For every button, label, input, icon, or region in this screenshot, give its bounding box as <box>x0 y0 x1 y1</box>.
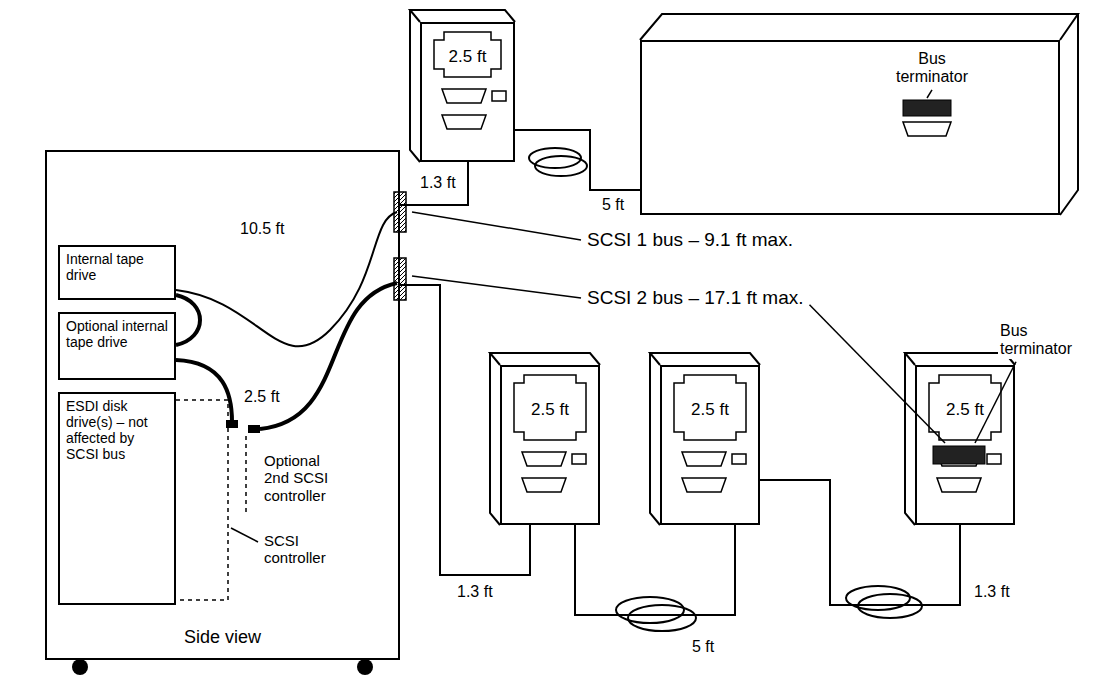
external-device: 2.5 ft <box>915 365 1015 525</box>
part-name: Bus terminator <box>892 50 972 87</box>
internal-drive-box: ESDI disk drive(s) – not affected by SCS… <box>58 392 176 605</box>
cable-length: 5 ft <box>690 638 716 656</box>
box-side <box>1060 14 1078 215</box>
scsi-connector <box>682 478 726 492</box>
system-cabinet: Side view Internal tape driveOptional int… <box>45 150 400 660</box>
power-socket <box>572 454 586 464</box>
leader-line <box>231 528 258 542</box>
bus-length-note: SCSI 2 bus – 17.1 ft max. <box>585 287 806 309</box>
device-side <box>905 353 1015 525</box>
internal-drive-box: Optional internal tape drive <box>58 312 176 380</box>
power-socket <box>732 454 746 464</box>
power-socket <box>492 91 506 101</box>
internal-drive-box: Internal tape drive <box>58 245 176 300</box>
scsi-connector <box>903 122 951 136</box>
external-device: 2.5 ft <box>660 365 760 525</box>
leader-line <box>810 305 946 443</box>
cable-length: 1.3 ft <box>455 583 495 601</box>
device-side <box>410 10 515 162</box>
external-device: 2.5 ft <box>500 365 600 525</box>
power-socket <box>987 454 1001 464</box>
length-label: 2.5 ft <box>422 47 513 67</box>
scsi-connector <box>522 478 566 492</box>
scsi-cable <box>759 480 960 605</box>
external-device: 2.5 ft <box>420 22 515 162</box>
bus-terminator <box>903 100 951 116</box>
cable-coil <box>616 597 684 623</box>
scsi-connector <box>442 89 486 103</box>
part-name: Optional internal tape drive <box>66 318 168 350</box>
internal-cable <box>176 360 232 422</box>
cable-coil <box>846 586 910 610</box>
part-name: Internal tape drive <box>66 251 168 283</box>
internal-cable <box>176 295 200 345</box>
part-label: Bus terminator <box>998 322 1087 359</box>
cable-length: 5 ft <box>600 196 626 214</box>
length-label: 2.5 ft <box>662 400 758 420</box>
internal-cable <box>260 283 397 429</box>
length-label: 2.5 ft <box>502 400 598 420</box>
cable-coil <box>628 605 696 631</box>
cable-length: 10.5 ft <box>238 220 286 238</box>
cable-coil <box>535 156 587 176</box>
wheel <box>72 659 88 675</box>
length-label: 2.5 ft <box>917 400 1013 420</box>
cable-length: 2.5 ft <box>242 388 282 406</box>
cable-length: 1.3 ft <box>418 174 458 192</box>
controller-board <box>176 400 228 600</box>
scsi-cable <box>514 130 641 190</box>
leader-line <box>412 212 581 240</box>
bus-length-note: SCSI 1 bus – 9.1 ft max. <box>585 229 795 251</box>
scsi-connector <box>682 452 726 466</box>
external-box: Bus terminator <box>640 40 1060 215</box>
wheel <box>357 659 373 675</box>
controller-connector <box>226 420 238 428</box>
scsi-cable <box>399 285 530 575</box>
scsi-connector <box>937 478 981 492</box>
back-connector <box>394 258 406 300</box>
scsi-connector <box>522 452 566 466</box>
internal-cable <box>176 212 397 346</box>
device-side <box>650 353 760 525</box>
scsi-cable <box>399 161 468 205</box>
part-label: Optional 2nd SCSI controller <box>262 452 346 504</box>
view-caption: Side view <box>184 627 261 648</box>
part-label: SCSI controller <box>262 532 346 567</box>
bus-terminator <box>933 446 985 464</box>
scsi-cable <box>575 524 735 615</box>
box-top <box>640 14 1078 40</box>
controller-board <box>245 436 247 515</box>
scsi-connector <box>442 115 486 129</box>
leader-line <box>412 276 581 298</box>
part-name: ESDI disk drive(s) – not affected by SCS… <box>66 398 168 462</box>
cable-length: 1.3 ft <box>972 583 1012 601</box>
device-side <box>490 353 600 525</box>
controller-connector <box>248 425 260 433</box>
leader-line <box>927 90 932 98</box>
